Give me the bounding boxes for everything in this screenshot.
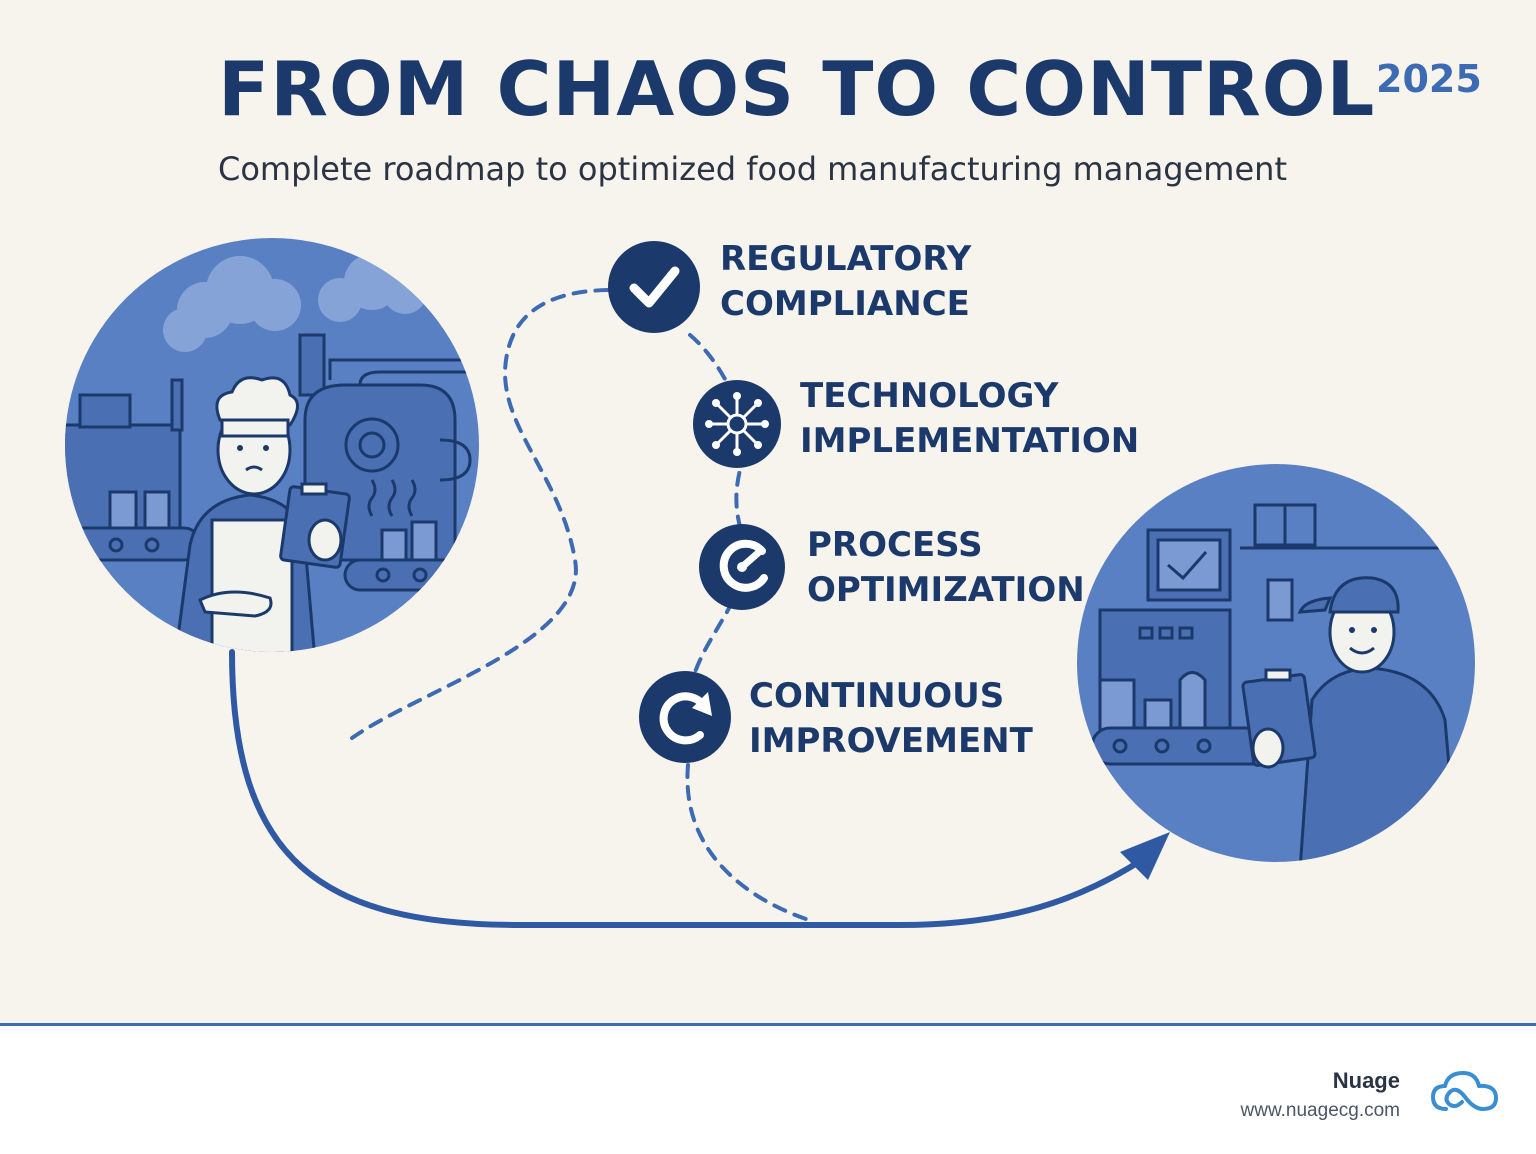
control-illustration <box>1077 464 1475 862</box>
solid-progress-arrow <box>229 649 1148 928</box>
cloud-logo-icon <box>1431 1071 1498 1111</box>
page-subtitle: Complete roadmap to optimized food manuf… <box>218 150 1287 188</box>
step-label-line2: OPTIMIZATION <box>807 570 1085 610</box>
step-label-line1: PROCESS <box>807 525 983 565</box>
arrow-head-icon <box>1120 832 1170 880</box>
step-continuous-improvement: CONTINUOUS IMPROVEMENT <box>749 674 1033 764</box>
chaos-illustration <box>65 238 479 652</box>
refresh-icon <box>639 671 731 763</box>
roadmap-diagram <box>65 238 1475 928</box>
step-label-line1: CONTINUOUS <box>749 676 1005 716</box>
step-label-line1: TECHNOLOGY <box>800 376 1059 416</box>
step-regulatory-compliance: REGULATORY COMPLIANCE <box>720 237 971 327</box>
step-label-line2: COMPLIANCE <box>720 284 970 324</box>
step-label-line2: IMPROVEMENT <box>749 721 1033 761</box>
brand-url[interactable]: www.nuagecg.com <box>1240 1100 1400 1121</box>
gauge-icon <box>699 524 785 610</box>
step-label-line2: IMPLEMENTATION <box>800 421 1140 461</box>
brand-name: Nuage <box>1332 1068 1400 1093</box>
year-badge: 2025 <box>1376 57 1482 101</box>
network-hub-icon <box>693 380 781 468</box>
step-technology-implementation: TECHNOLOGY IMPLEMENTATION <box>800 374 1139 464</box>
page-title: FROM CHAOS TO CONTROL <box>218 45 1376 133</box>
step-label-line1: REGULATORY <box>720 239 972 279</box>
footer: Nuage www.nuagecg.com <box>0 1023 1536 1154</box>
step-process-optimization: PROCESS OPTIMIZATION <box>807 523 1085 613</box>
checkmark-icon <box>608 241 700 333</box>
